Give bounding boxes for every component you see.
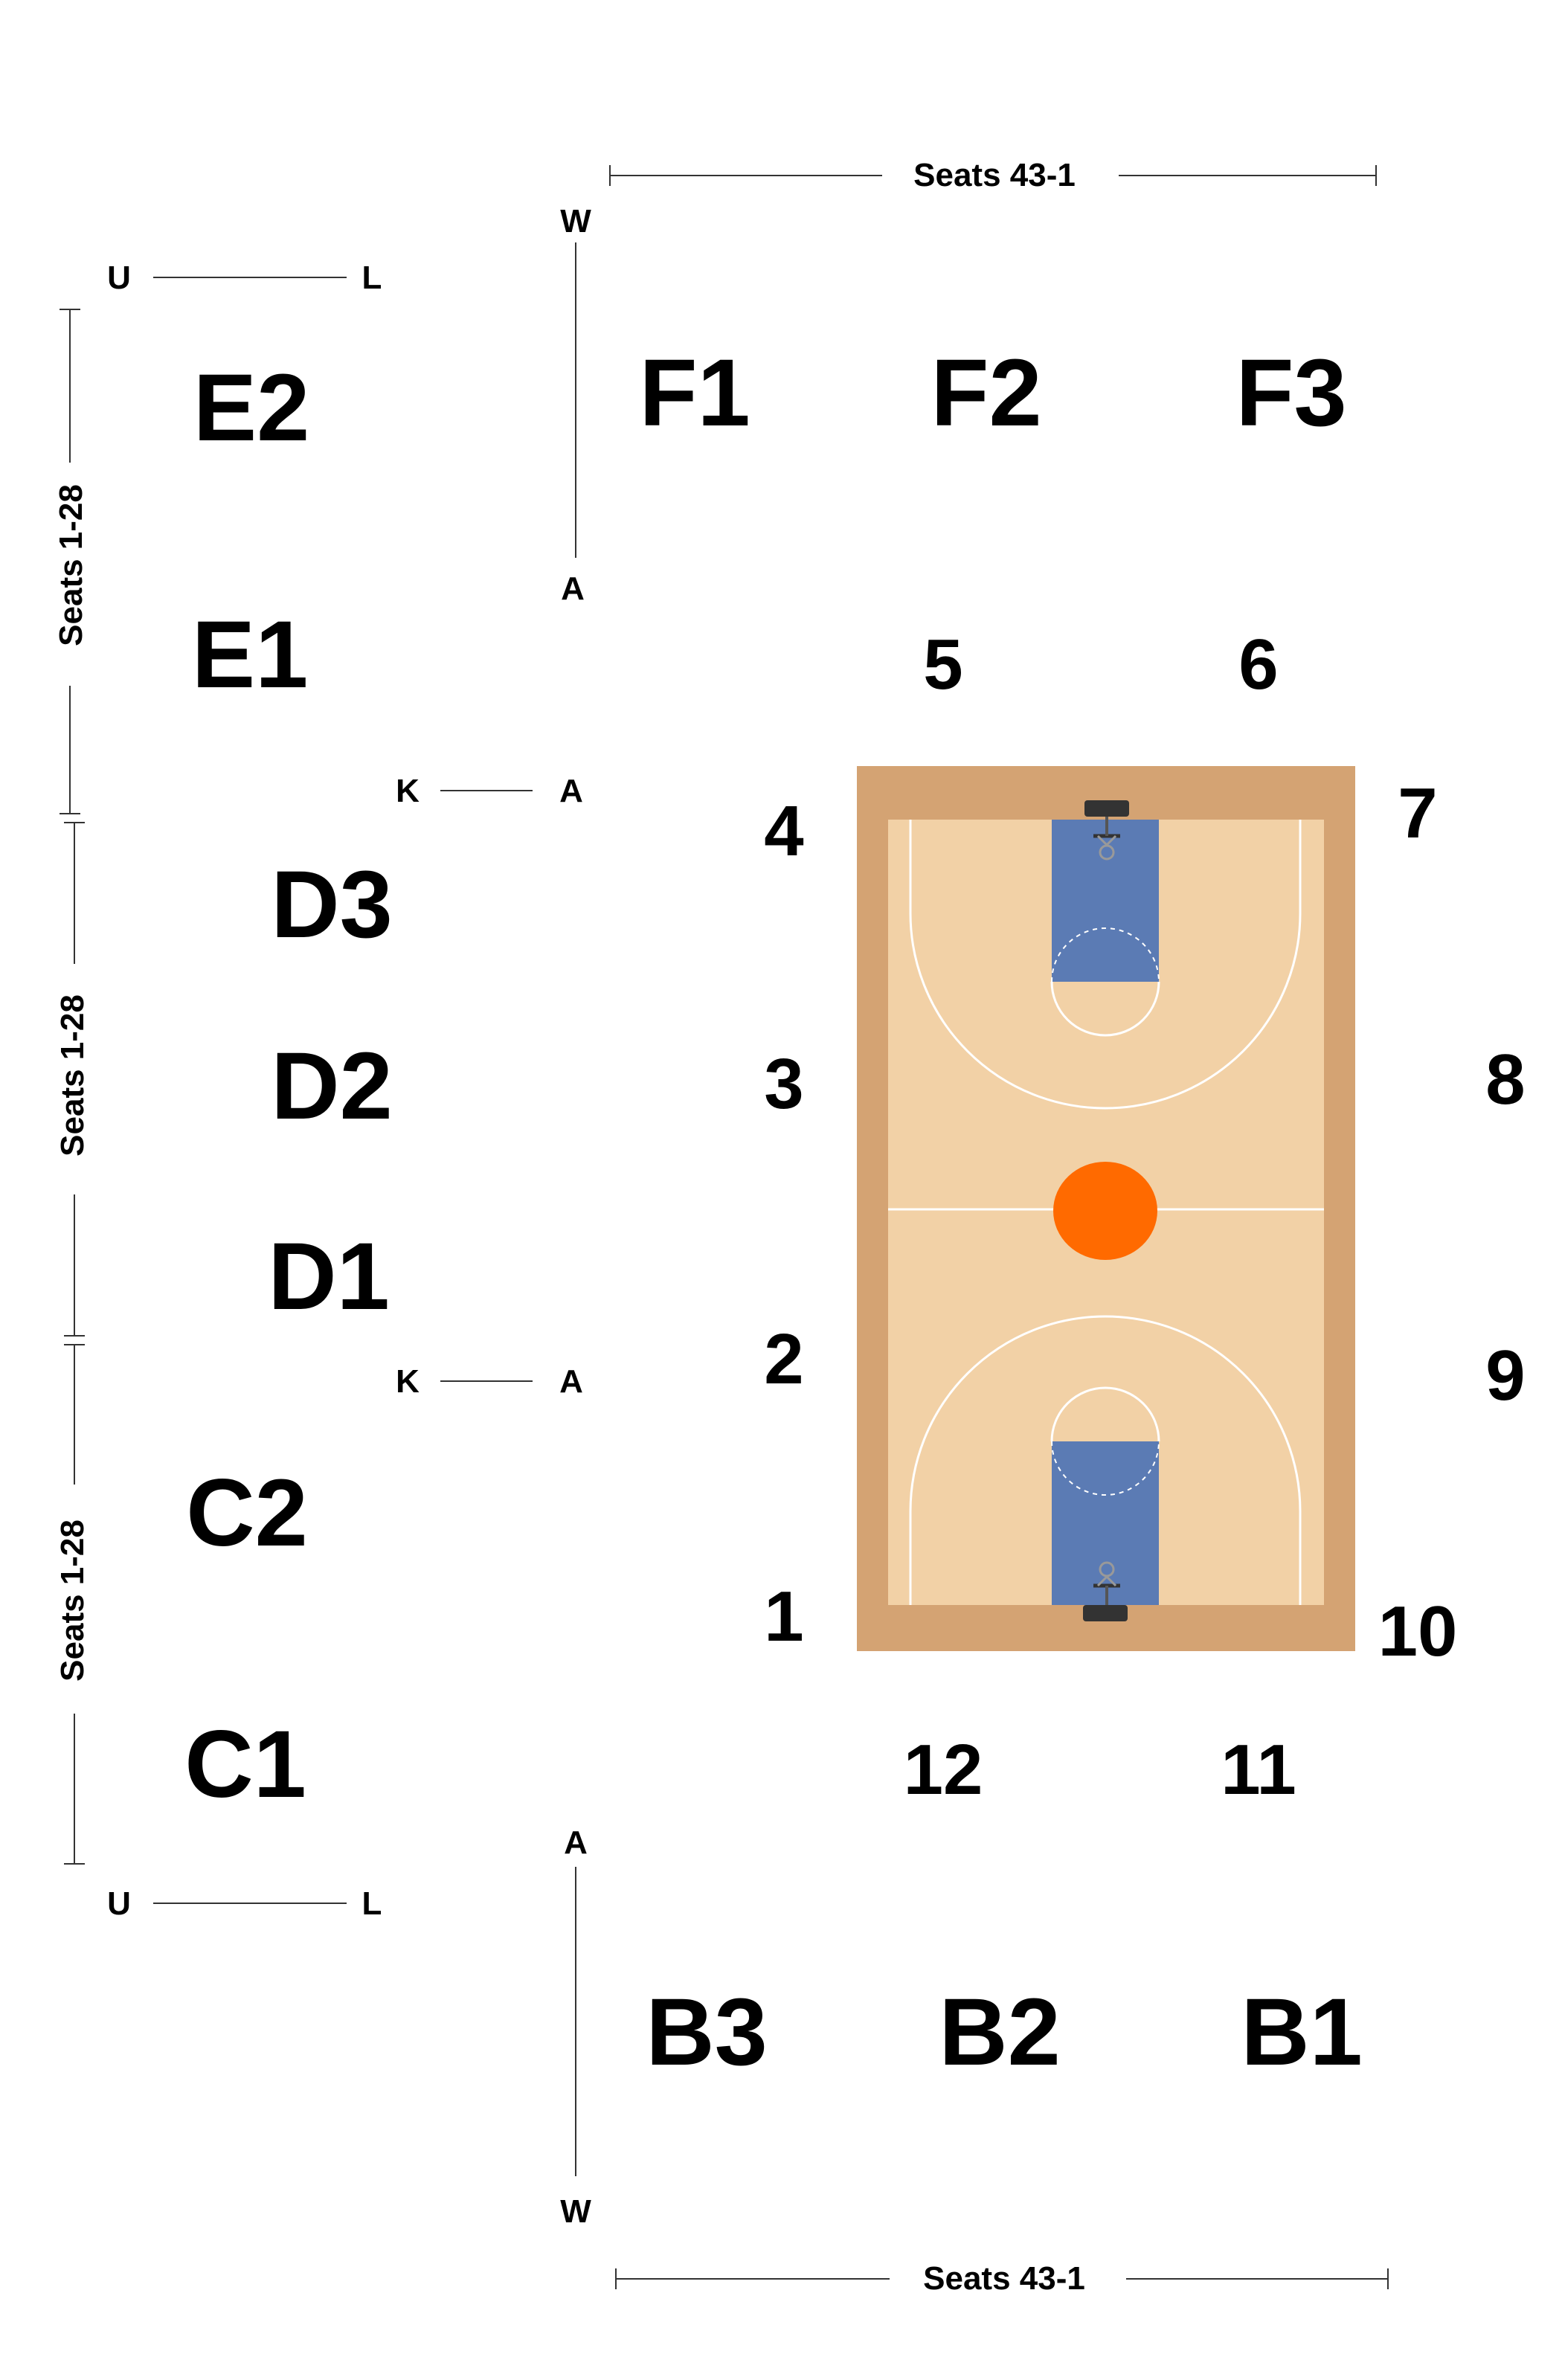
segment-2[interactable]: 2	[764, 1319, 803, 1399]
section-d2[interactable]: D2	[271, 1033, 393, 1139]
row-range-lower-middle: K A	[396, 1363, 583, 1400]
segment-12[interactable]: 12	[904, 1730, 983, 1810]
left-upper-seats-label: Seats 1-28	[53, 484, 89, 646]
segment-9[interactable]: 9	[1485, 1336, 1525, 1415]
top-hoop-icon	[1084, 800, 1129, 861]
left-seat-range-middle: Seats 1-28	[54, 822, 91, 1337]
top-free-throw-arc-dashed	[1051, 927, 1160, 982]
top-seat-range: Seats 43-1	[609, 157, 1377, 193]
row-range-top: W A	[560, 203, 591, 607]
segment-1[interactable]: 1	[764, 1577, 803, 1656]
section-e2[interactable]: E2	[193, 355, 310, 461]
row-label-w: W	[560, 203, 591, 239]
segment-6[interactable]: 6	[1238, 625, 1278, 704]
top-seats-label: Seats 43-1	[913, 157, 1076, 193]
bottom-seats-label: Seats 43-1	[923, 2260, 1085, 2297]
row-label-l: L	[362, 1885, 382, 1922]
bottom-free-throw-arc	[1050, 1386, 1160, 1442]
segment-11[interactable]: 11	[1221, 1730, 1296, 1810]
left-seat-range-upper: Seats 1-28	[53, 309, 89, 814]
row-label-w: W	[560, 2193, 591, 2230]
section-b3[interactable]: B3	[646, 1979, 768, 2085]
bottom-paint	[1052, 1441, 1159, 1605]
section-f1[interactable]: F1	[639, 340, 750, 446]
row-range-bottom-left: U L	[107, 1885, 382, 1922]
bottom-hoop-icon	[1083, 1561, 1128, 1621]
top-free-throw-arc	[1050, 981, 1160, 1037]
segment-4[interactable]: 4	[764, 791, 803, 871]
row-label-a: A	[564, 1824, 588, 1861]
section-c1[interactable]: C1	[184, 1711, 306, 1818]
row-range-bottom: A W	[560, 1824, 591, 2230]
segment-8[interactable]: 8	[1485, 1040, 1525, 1119]
section-b2[interactable]: B2	[939, 1979, 1061, 2085]
row-range-top-left: U L	[107, 260, 382, 296]
row-label-l: L	[362, 260, 382, 296]
row-label-a: A	[559, 1363, 583, 1400]
segment-3[interactable]: 3	[764, 1044, 803, 1124]
basketball-court	[857, 766, 1355, 1651]
row-range-upper-middle: K A	[396, 773, 583, 809]
section-f2[interactable]: F2	[931, 340, 1041, 446]
row-label-u: U	[107, 1885, 131, 1922]
left-seat-range-lower: Seats 1-28	[54, 1344, 91, 1865]
row-label-a: A	[559, 773, 583, 809]
section-d1[interactable]: D1	[268, 1223, 390, 1330]
row-label-u: U	[107, 260, 131, 296]
bottom-seat-range: Seats 43-1	[615, 2260, 1389, 2297]
section-f3[interactable]: F3	[1235, 340, 1346, 446]
section-d3[interactable]: D3	[271, 852, 393, 958]
left-lower-seats-label: Seats 1-28	[54, 1519, 91, 1682]
left-middle-seats-label: Seats 1-28	[54, 994, 91, 1157]
row-label-k: K	[396, 1363, 420, 1400]
segment-5[interactable]: 5	[923, 625, 962, 704]
section-c2[interactable]: C2	[186, 1460, 308, 1566]
section-e1[interactable]: E1	[192, 602, 309, 708]
row-label-k: K	[396, 773, 420, 809]
row-label-a: A	[561, 570, 585, 607]
segment-7[interactable]: 7	[1398, 774, 1437, 853]
segment-10[interactable]: 10	[1378, 1592, 1458, 1671]
bottom-free-throw-arc-dashed	[1051, 1441, 1160, 1496]
center-circle	[1053, 1162, 1157, 1260]
section-b1[interactable]: B1	[1241, 1979, 1363, 2085]
